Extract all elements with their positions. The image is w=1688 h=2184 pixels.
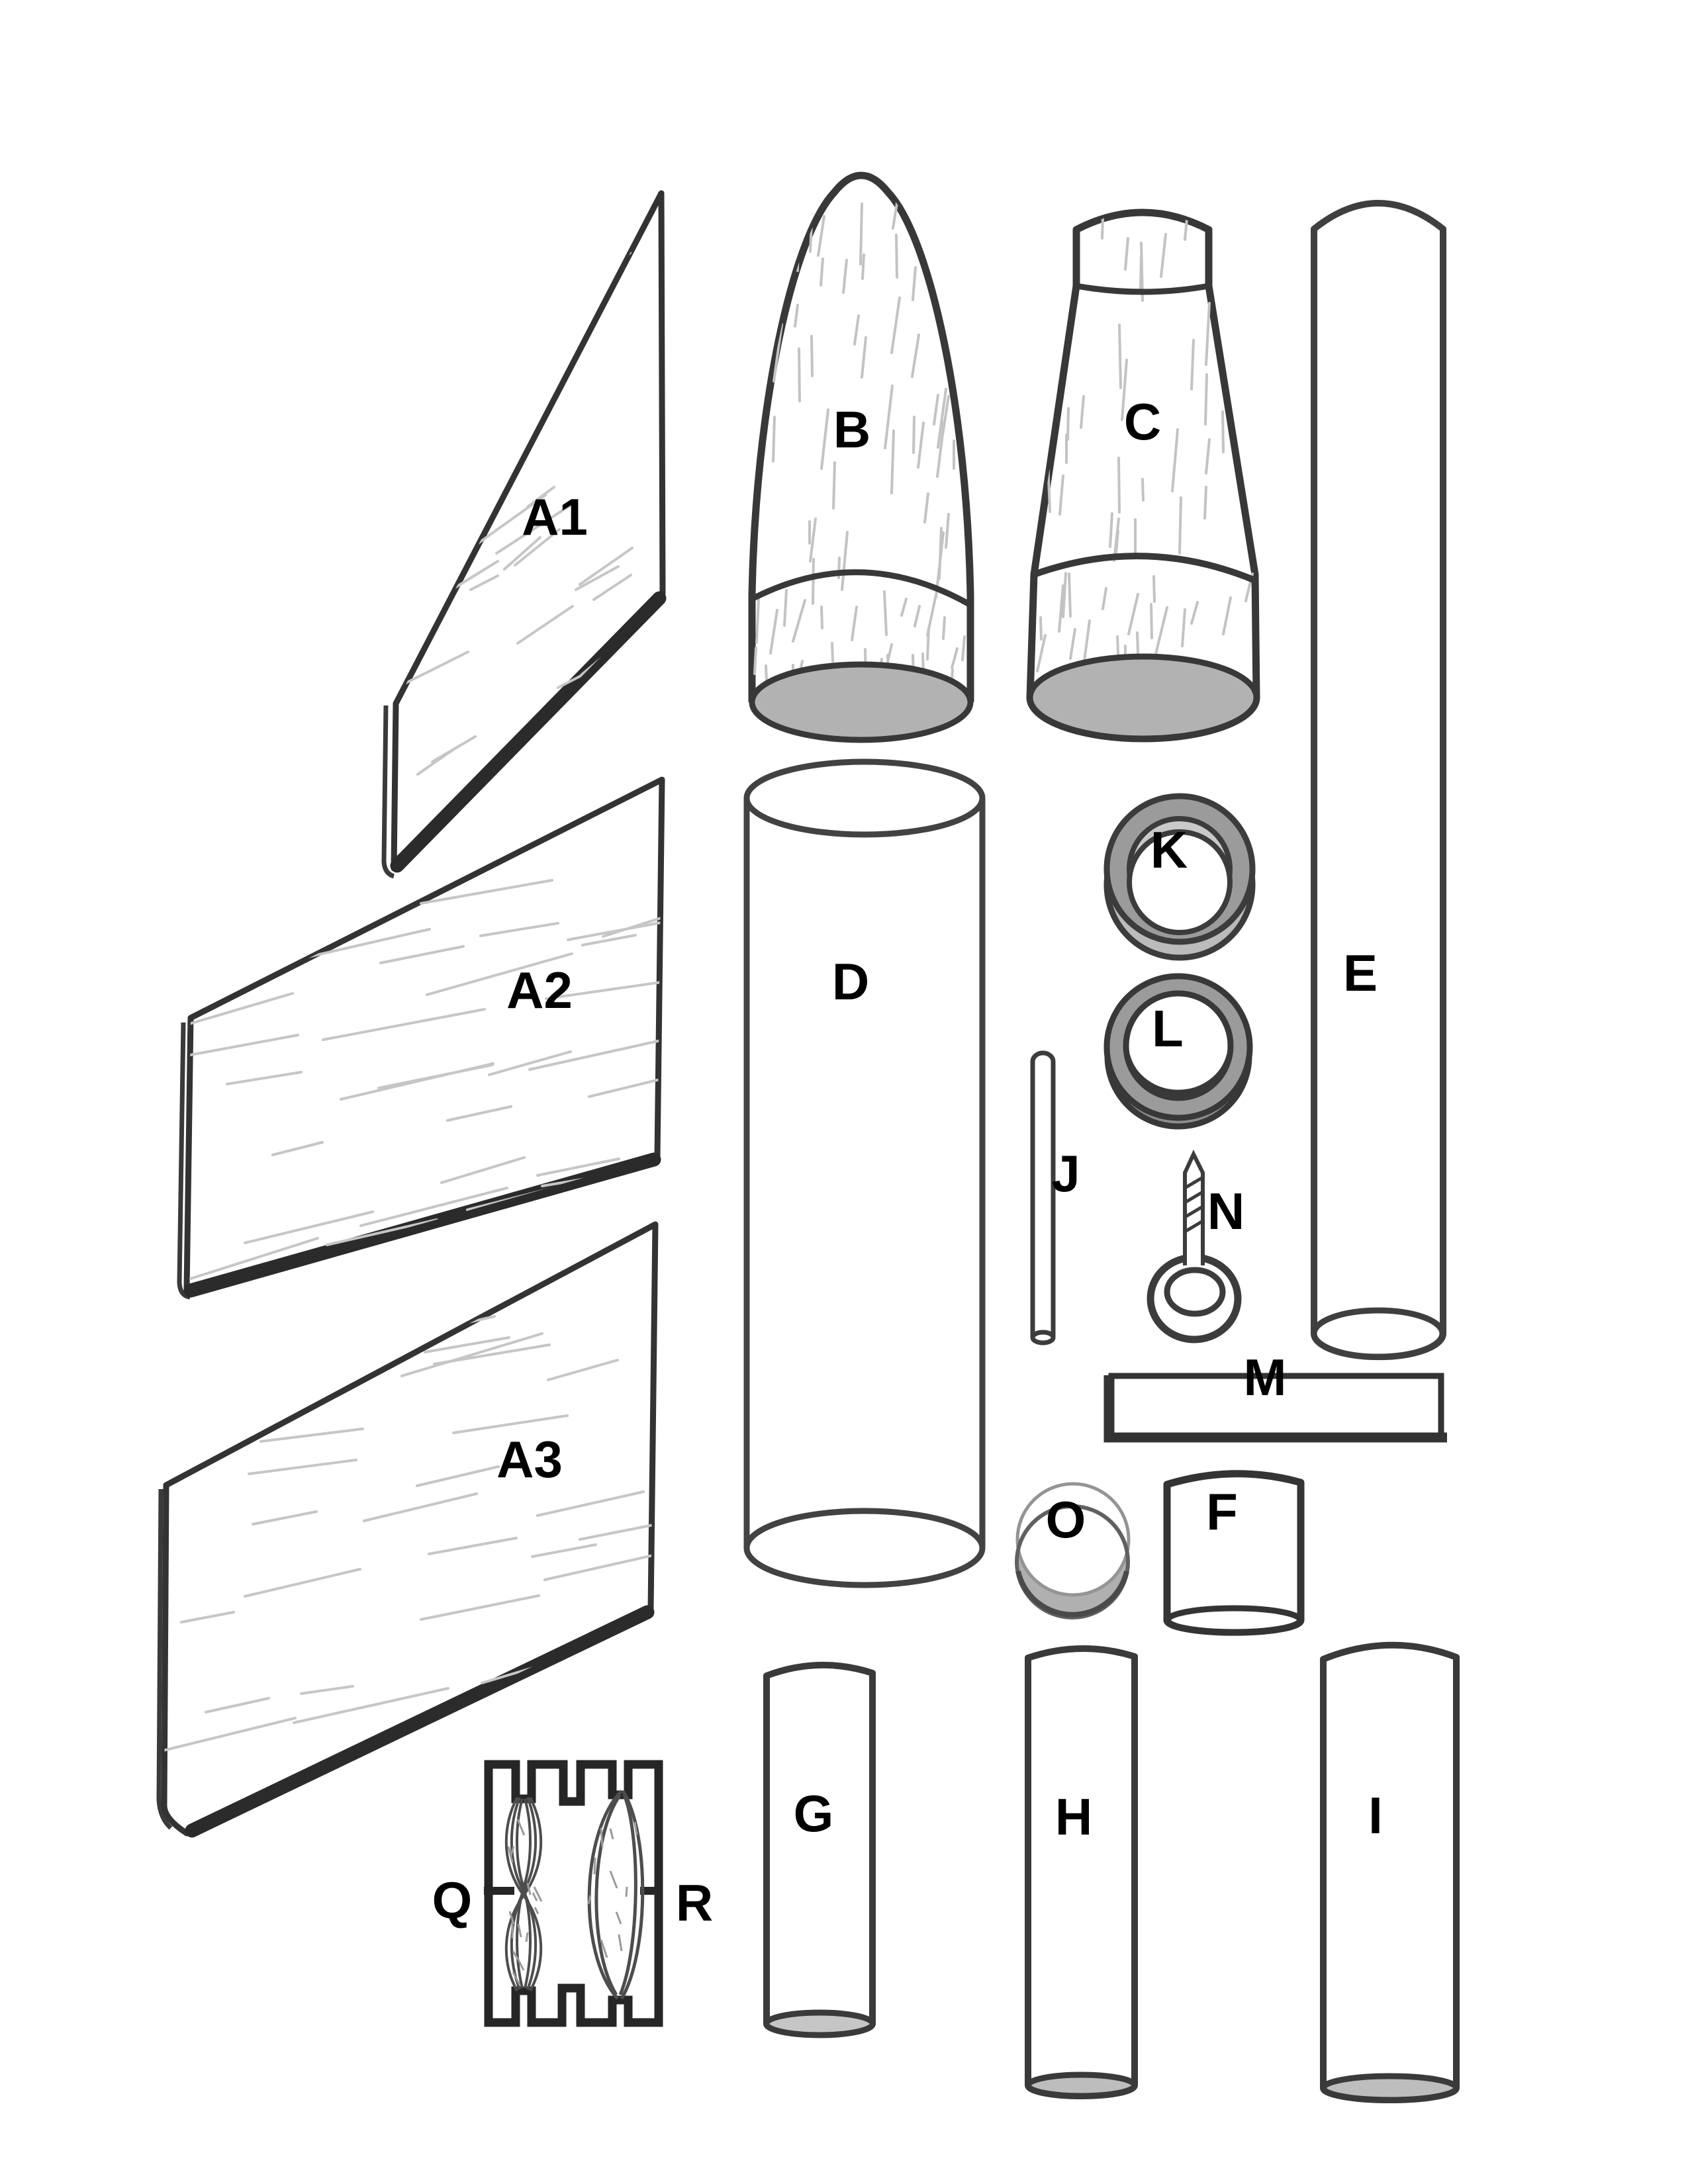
svg-text:O: O [1046, 1490, 1086, 1549]
svg-text:H: H [1055, 1788, 1092, 1846]
svg-text:A1: A1 [522, 488, 588, 546]
svg-text:N: N [1207, 1182, 1244, 1240]
svg-text:F: F [1206, 1482, 1238, 1541]
svg-text:L: L [1152, 999, 1184, 1058]
svg-text:J: J [1051, 1144, 1080, 1203]
svg-text:I: I [1368, 1786, 1383, 1844]
svg-text:B: B [833, 400, 870, 459]
svg-text:K: K [1150, 821, 1188, 879]
svg-text:D: D [832, 952, 869, 1011]
svg-text:C: C [1124, 392, 1161, 451]
svg-text:E: E [1343, 944, 1378, 1002]
svg-text:A3: A3 [496, 1430, 563, 1488]
svg-text:R: R [676, 1874, 713, 1932]
svg-text:G: G [794, 1784, 834, 1843]
svg-text:M: M [1244, 1348, 1287, 1406]
svg-text:A2: A2 [506, 961, 573, 1019]
svg-text:Q: Q [432, 1871, 473, 1929]
